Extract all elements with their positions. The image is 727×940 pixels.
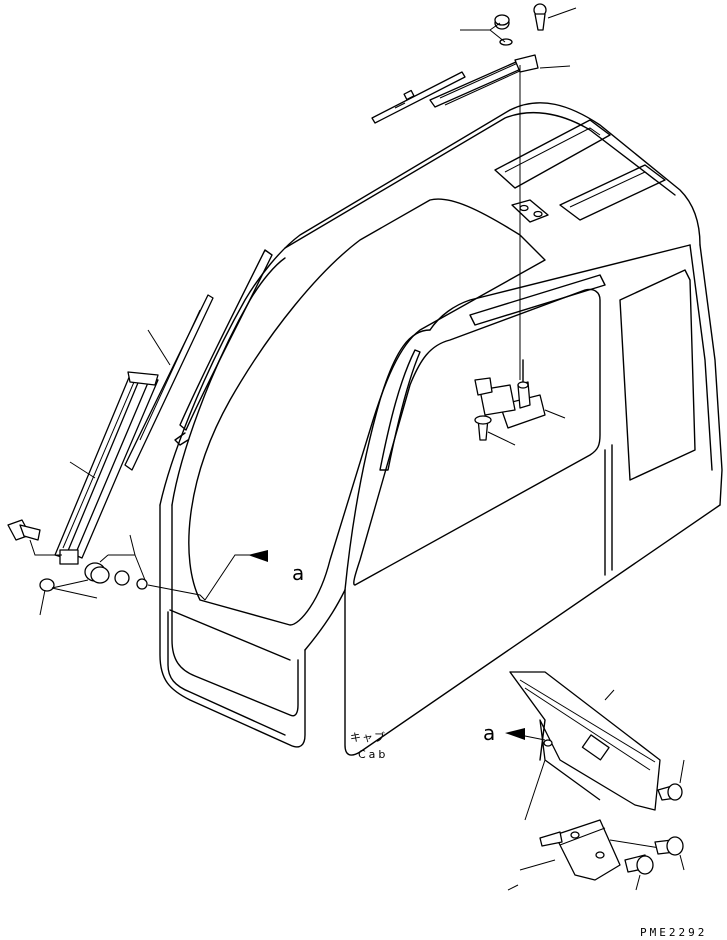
washer: [136, 578, 148, 590]
cab-body: [159, 102, 723, 756]
cab-label-english: Cab: [358, 748, 388, 761]
drawing-code: PME2292: [640, 926, 707, 939]
grommet: [114, 570, 130, 586]
cover-panel: [510, 671, 661, 811]
ref-label-a-bottom: a: [483, 721, 495, 745]
top-wiper-blade: [371, 71, 466, 124]
left-nut: [39, 578, 55, 592]
left-wiper-pivot: [59, 549, 79, 565]
ref-label-a-top: a: [292, 561, 304, 585]
wiper-motor: [474, 359, 566, 446]
top-wiper-pivot: [514, 54, 539, 73]
left-wiper-assembly: [7, 294, 214, 616]
top-wiper-assembly: [371, 3, 577, 380]
motor-bracket: [554, 819, 621, 881]
cab-label-japanese: キャブ: [350, 730, 386, 744]
detail-bracket: [505, 671, 685, 891]
callout-a-top: [204, 550, 268, 601]
